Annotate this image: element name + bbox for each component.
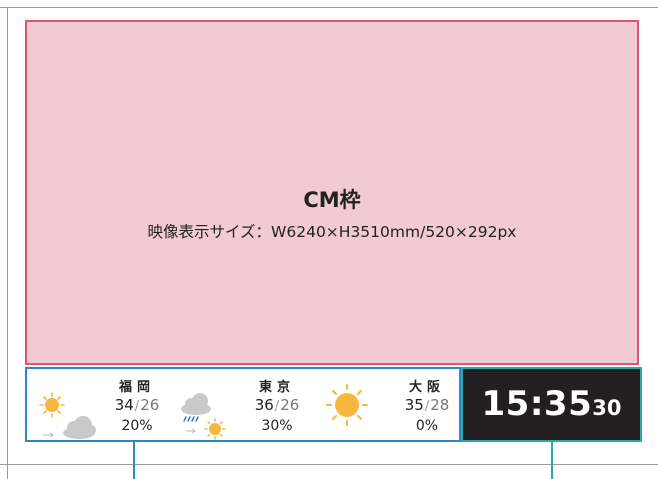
cloud-icon	[63, 416, 96, 439]
sun-icon	[39, 392, 65, 418]
rain-then-sunny-icon	[181, 393, 226, 440]
weather-city-tokyo: 東京 36/26 30%	[172, 369, 317, 440]
weather-city-osaka: 大阪 35/28 0%	[317, 369, 462, 440]
arrow-icon	[186, 428, 196, 434]
temperature: 35/28	[397, 396, 457, 414]
temp-high: 35	[404, 396, 424, 414]
city-name: 大阪	[408, 380, 445, 395]
weather-panel: 福岡 34/26 20%	[25, 367, 461, 442]
city-name: 東京	[258, 380, 295, 395]
cm-frame[interactable]: CM枠 映像表示サイズ：W6240×H3510mm/520×292px	[25, 20, 639, 365]
rain-probability: 0%	[415, 418, 439, 434]
rain-cloud-icon	[181, 393, 211, 422]
rain-probability: 30%	[261, 418, 293, 434]
temperature: 34/26	[107, 396, 167, 414]
cm-title: CM枠	[303, 188, 361, 212]
temp-high: 34	[114, 396, 134, 414]
temperature: 36/26	[247, 396, 307, 414]
temp-low: 28	[430, 396, 450, 414]
temp-low: 26	[140, 396, 160, 414]
temp-slash: /	[134, 399, 140, 414]
temp-slash: /	[274, 399, 280, 414]
weather-connector-line	[133, 442, 135, 479]
frame-top-line	[0, 7, 658, 8]
sun-icon	[204, 418, 226, 440]
arrow-icon	[43, 432, 54, 438]
clock-hours-minutes: 15:35	[481, 384, 593, 424]
sunny-icon	[326, 384, 368, 426]
rain-probability: 20%	[121, 418, 153, 434]
cm-size-text: 映像表示サイズ：W6240×H3510mm/520×292px	[147, 223, 517, 241]
frame-bottom-line	[0, 464, 658, 465]
clock-connector-line	[551, 442, 553, 479]
temp-slash: /	[424, 399, 430, 414]
sunny-then-cloudy-icon	[39, 392, 96, 439]
clock-seconds: 30	[592, 396, 622, 420]
city-name: 福岡	[118, 380, 155, 395]
temp-high: 36	[254, 396, 274, 414]
frame-left-line	[7, 7, 8, 479]
clock-panel: 15:3530	[461, 367, 642, 442]
weather-city-fukuoka: 福岡 34/26 20%	[27, 369, 172, 440]
temp-low: 26	[280, 396, 300, 414]
